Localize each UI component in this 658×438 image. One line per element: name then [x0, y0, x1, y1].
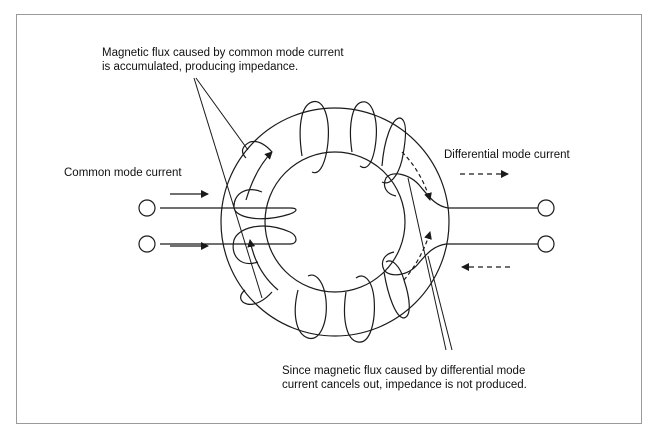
common-current-label: Common mode current: [64, 167, 182, 179]
bottom-winding: [294, 260, 410, 343]
right-terminal-top: [537, 199, 555, 217]
common-flux-label: Magnetic flux caused by common mode curr…: [102, 47, 344, 73]
core-outer-ring: [220, 107, 450, 337]
diagram-frame: [16, 14, 642, 424]
top-winding: [299, 100, 407, 184]
right-winding: [381, 173, 538, 276]
differential-flux-arrow-bottom: [403, 231, 432, 281]
core-inner-ring: [264, 151, 406, 293]
common-flux-arrow-top: [245, 151, 273, 201]
leader-lines: [193, 77, 453, 351]
differential-flux-arrow-top: [401, 151, 432, 201]
right-terminal-bottom: [537, 235, 555, 253]
left-terminal-top: [138, 199, 156, 217]
common-flux-arrow-bottom: [247, 239, 279, 291]
left-winding: [160, 140, 297, 305]
left-terminal-bottom: [138, 235, 156, 253]
differential-flux-label: Since magnetic flux caused by differenti…: [282, 365, 527, 391]
differential-current-label: Differential mode current: [444, 149, 570, 161]
